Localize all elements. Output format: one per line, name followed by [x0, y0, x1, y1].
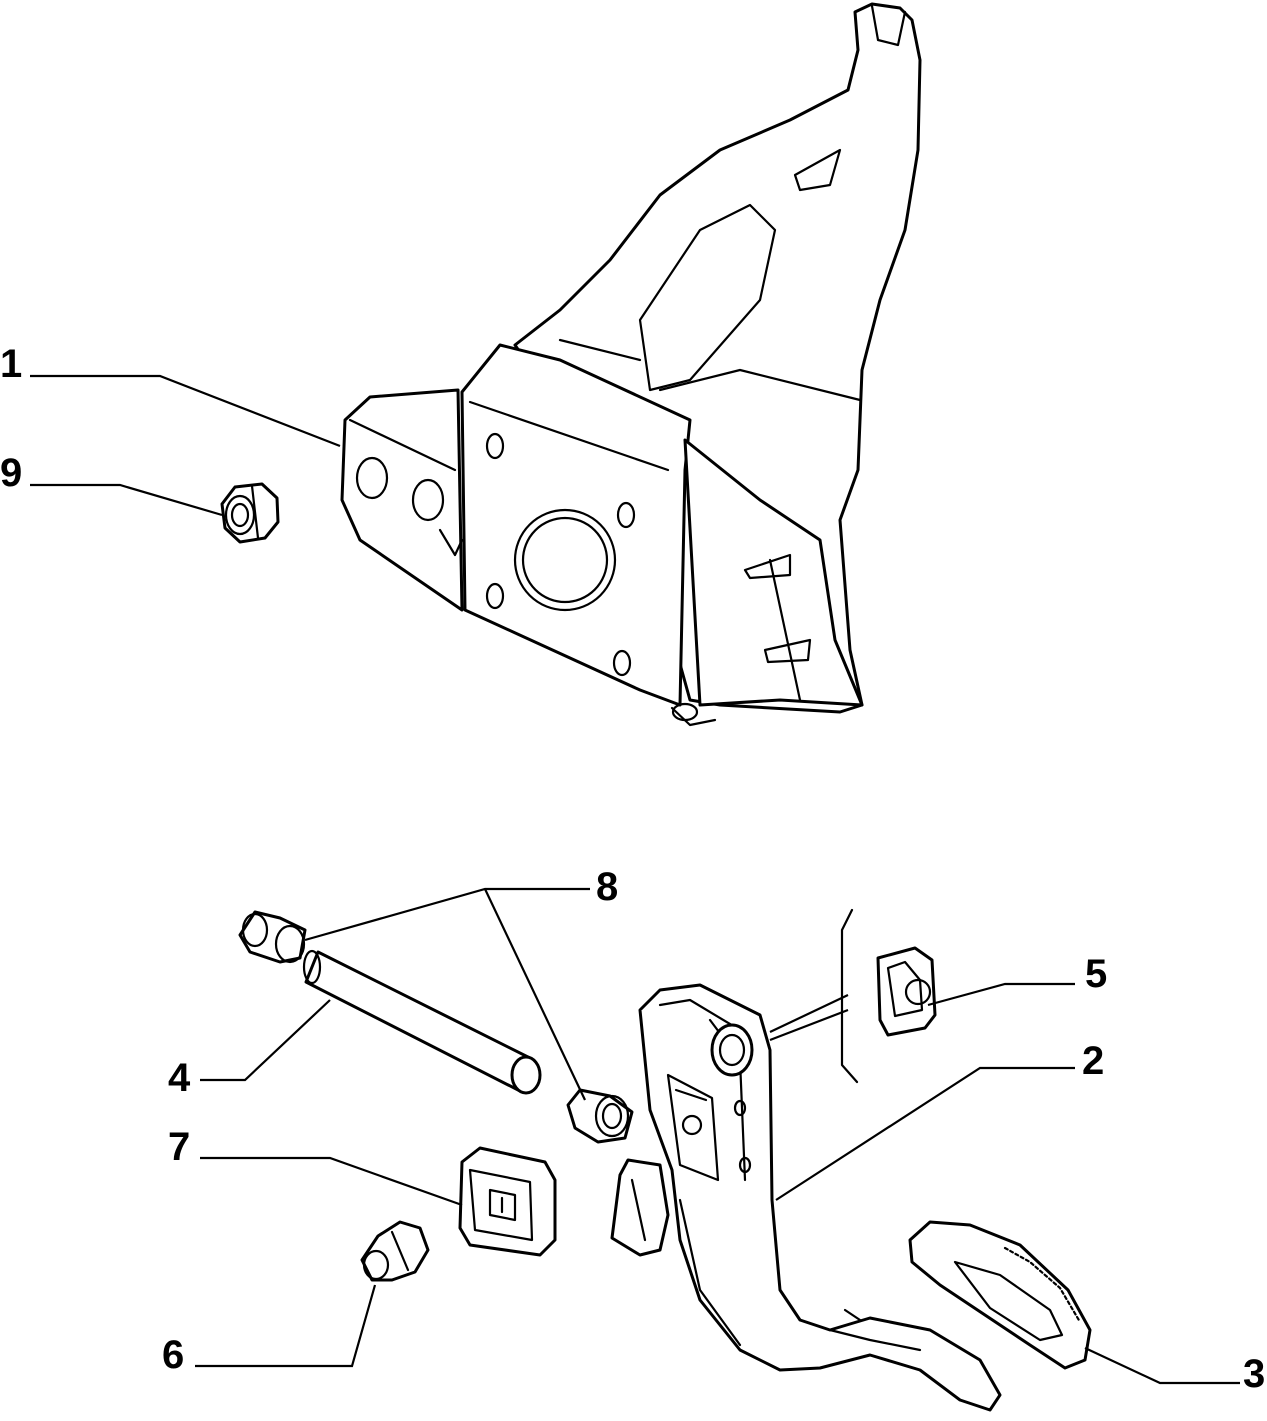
callout-4: 4	[168, 1056, 191, 1100]
leader-line-5-bracket-top	[769, 994, 849, 1033]
nut-part-9	[220, 482, 280, 544]
callout-1: 1	[0, 342, 22, 386]
callout-3: 3	[1243, 1352, 1265, 1396]
leader-line-9	[30, 483, 223, 517]
leader-line-2	[775, 1066, 1075, 1201]
leader-line-5	[927, 982, 1075, 1007]
pivot-pin-part-4	[302, 949, 542, 1095]
callout-2: 2	[1082, 1039, 1104, 1083]
leader-line-8-bottom	[484, 888, 586, 1101]
callout-9: 9	[0, 451, 22, 495]
bush-part-8-top	[238, 910, 307, 964]
callout-6: 6	[162, 1333, 184, 1377]
buffer-block-part-7	[458, 1146, 557, 1257]
leader-line-6	[195, 1284, 377, 1368]
leader-line-3	[1084, 1347, 1240, 1385]
bush-part-8-bottom	[566, 1088, 634, 1144]
leader-line-4	[200, 999, 331, 1082]
pedal-bracket-part-1	[340, 2, 922, 727]
callout-5: 5	[1085, 952, 1107, 996]
callout-8: 8	[596, 865, 618, 909]
leader-line-1	[30, 374, 341, 448]
rubber-stop-part-6	[360, 1220, 430, 1282]
pedal-pad-part-3	[908, 1220, 1092, 1370]
leader-line-5-bracket-bottom	[769, 1008, 849, 1042]
clip-part-5	[876, 946, 937, 1037]
callout-7: 7	[168, 1125, 190, 1169]
pedal-lever-part-2	[610, 983, 1002, 1412]
leader-line-8-top	[304, 887, 590, 942]
leader-line-7	[200, 1156, 463, 1207]
